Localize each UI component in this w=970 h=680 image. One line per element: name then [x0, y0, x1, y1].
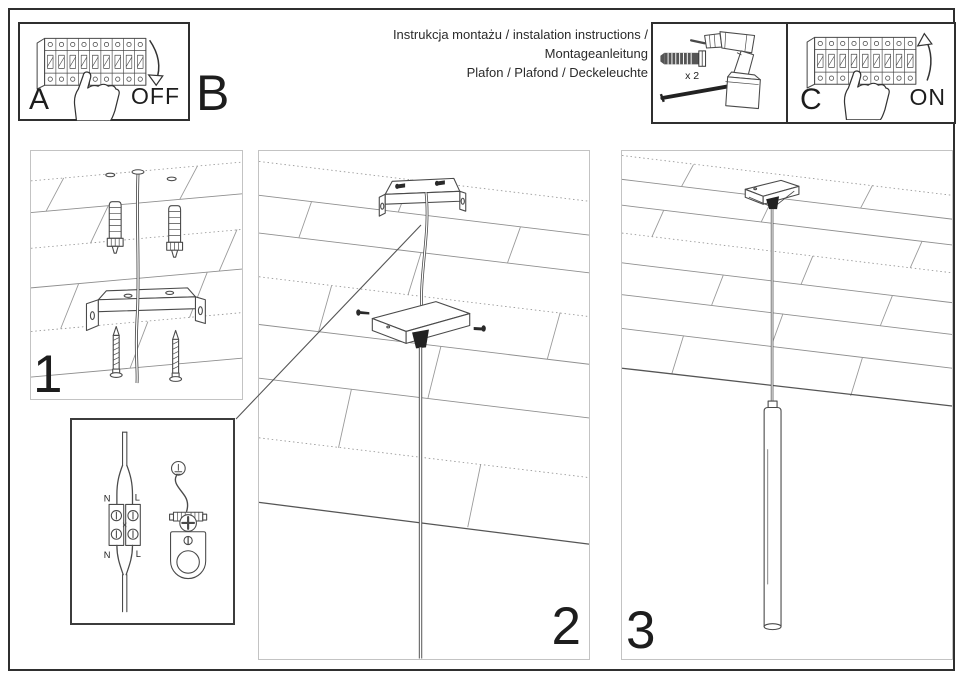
wall-plug-icon [106, 201, 184, 258]
step-2-number: 2 [551, 597, 581, 656]
earth-symbol-icon [170, 460, 186, 476]
panel-a-label: A [29, 83, 50, 116]
step-3-number: 3 [626, 601, 656, 660]
earth-clamp-icon [169, 511, 208, 580]
supply-cable [116, 431, 134, 506]
step-1-illustration [31, 161, 242, 384]
pointing-hand-icon [73, 71, 120, 121]
on-label: ON [909, 84, 946, 110]
output-cable [116, 544, 134, 613]
tools-illustration: x 2 [659, 31, 761, 110]
wiring-diagram: N L N L [104, 431, 208, 613]
terminal-block-icon [108, 503, 141, 546]
strain-relief-cone-icon [412, 329, 429, 349]
mounting-screw-icon [109, 325, 183, 382]
panel-c-breaker-on: C ON [788, 24, 956, 122]
panel-a-breaker-off: A OFF [18, 22, 190, 121]
off-label: OFF [131, 83, 180, 109]
drill-holes [105, 172, 177, 182]
circuit-breaker-off-icon [36, 37, 164, 121]
tools-quantity-label: x 2 [685, 70, 699, 82]
mounting-bracket-icon [85, 287, 206, 332]
mounting-bracket-icon [378, 177, 467, 217]
box-divider [786, 24, 788, 122]
header-line-2: Plafon / Plafond / Deckeleuchte [466, 65, 648, 80]
screw-icon [659, 84, 733, 103]
pendant-tube-icon [763, 400, 782, 631]
ceiling-planks [622, 155, 952, 407]
arrow-down-icon [147, 39, 164, 87]
wire-label-n-top: N [104, 493, 111, 503]
header-title: Instrukcja montażu / instalation instruc… [330, 25, 648, 82]
tools-and-panel-c-box: x 2 [651, 22, 956, 124]
step-2-panel: 2 [258, 150, 590, 660]
wiring-detail-inset: N L N L [70, 418, 235, 625]
drill-icon [690, 31, 761, 110]
header-line-1: Instrukcja montażu / instalation instruc… [392, 27, 648, 61]
panel-c-label: C [800, 83, 822, 116]
bracket-screw-icon [395, 180, 445, 189]
circuit-breaker-on-icon [806, 32, 933, 120]
ceiling-planks [259, 161, 589, 545]
page-frame [8, 8, 955, 671]
earth-wire [174, 474, 189, 512]
step-1-number: 1 [33, 345, 63, 404]
ceiling-wire [131, 169, 145, 384]
pointing-hand-icon [843, 70, 890, 120]
strain-relief-cone-icon [766, 196, 780, 210]
step-3-panel: 3 [621, 150, 953, 660]
wall-plug-icon [660, 50, 707, 67]
step-3-illustration [622, 155, 952, 631]
wire-label-l-bottom: L [136, 549, 141, 559]
arrow-up-icon [916, 32, 933, 81]
panel-b-label: B [196, 65, 230, 121]
wire-label-n-bottom: N [104, 550, 111, 560]
step-2-illustration [259, 161, 589, 659]
wire-label-l-top: L [135, 493, 140, 503]
step-1-panel: 1 [30, 150, 243, 404]
